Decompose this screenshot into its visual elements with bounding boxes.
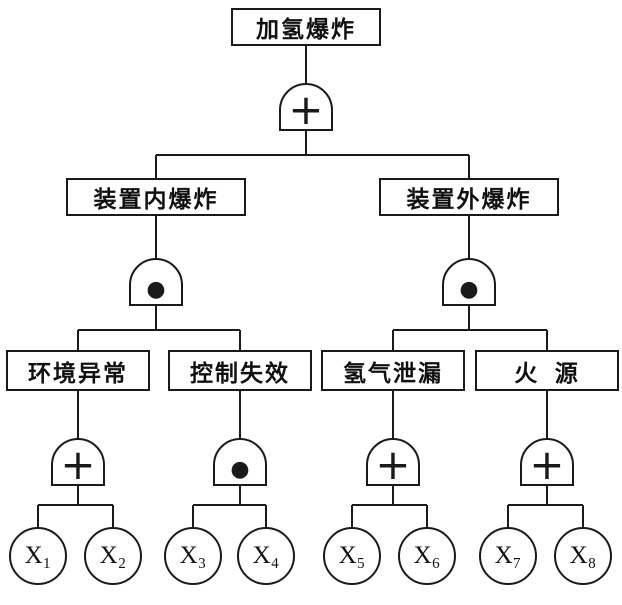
basic-event-x2: X₂ [84,527,142,585]
fire-source-box: 火 源 [475,350,619,391]
basic-event-x3: X₃ [164,527,222,585]
control-failure-box: 控制失效 [168,350,312,391]
or-gate-fire [520,438,574,486]
basic-event-x8: X₈ [554,527,612,585]
and-symbol-outer: ● [459,277,478,302]
and-symbol-inner: ● [146,277,165,302]
or-symbol-fire: + [529,440,564,489]
and-symbol-control: ● [230,457,249,482]
basic-event-x4: X₄ [237,527,295,585]
or-symbol-leak: + [375,440,410,489]
basic-event-x7: X₇ [479,527,537,585]
or-gate-top [279,83,333,131]
or-gate-env [51,438,105,486]
outer-explosion-box: 装置外爆炸 [379,178,559,216]
and-gate-inner-explosion [129,258,183,306]
basic-event-x1: X₁ [9,527,67,585]
inner-explosion-box: 装置内爆炸 [66,178,246,216]
hydrogen-leak-box: 氢气泄漏 [321,350,465,391]
and-gate-outer-explosion [442,258,496,306]
env-abnormal-box: 环境异常 [6,350,150,391]
top-event-box: 加氢爆炸 [231,8,381,46]
or-gate-leak [366,438,420,486]
and-gate-control [213,438,267,486]
basic-event-x6: X₆ [398,527,456,585]
or-symbol-env: + [60,440,95,489]
basic-event-x5: X₅ [323,527,381,585]
or-symbol-top: + [288,85,323,134]
